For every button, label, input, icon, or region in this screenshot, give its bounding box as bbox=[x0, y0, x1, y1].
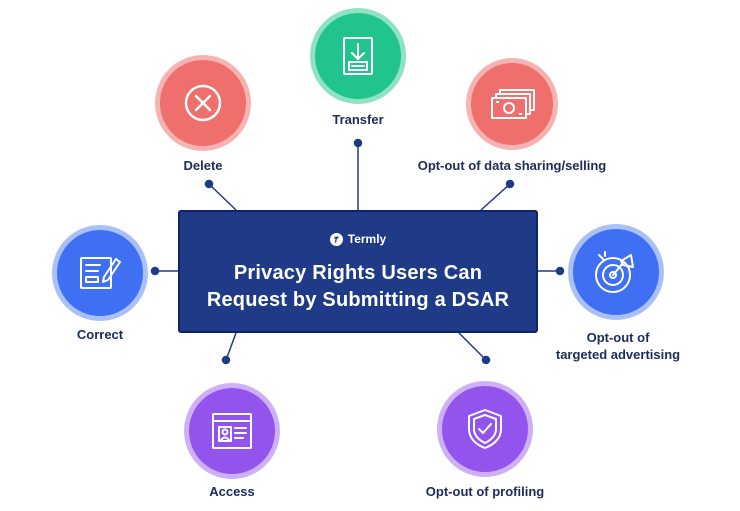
diagram-title: Privacy Rights Users Can Request by Subm… bbox=[180, 260, 536, 314]
correct-label: Correct bbox=[76, 327, 124, 342]
connector-dot-correct bbox=[150, 266, 160, 276]
money-stack-icon bbox=[491, 89, 535, 119]
connector-dot-opt-out-profiling bbox=[481, 355, 491, 365]
x-circle-icon bbox=[184, 84, 222, 122]
connector-opt-out-profiling bbox=[458, 332, 487, 361]
opt-out-advertising-label-line-1: Opt-out of bbox=[586, 330, 650, 345]
transfer-label: Transfer bbox=[332, 112, 384, 127]
correct-circle bbox=[52, 225, 148, 321]
connector-delete bbox=[208, 183, 237, 211]
connector-access bbox=[225, 332, 237, 361]
opt-out-advertising-label-line-2: targeted advertising bbox=[555, 347, 681, 362]
opt-out-advertising-circle bbox=[568, 224, 664, 320]
opt-out-selling-label: Opt-out of data sharing/selling bbox=[417, 158, 607, 173]
transfer-circle bbox=[310, 8, 406, 104]
delete-circle bbox=[155, 55, 251, 151]
shield-check-icon bbox=[468, 409, 502, 449]
opt-out-advertising-label: Opt-out of targeted advertising bbox=[538, 329, 698, 363]
brand-name: Termly bbox=[347, 232, 387, 246]
connector-dot-access bbox=[221, 355, 231, 365]
target-megaphone-icon bbox=[595, 251, 634, 293]
access-circle bbox=[184, 383, 280, 479]
opt-out-selling-circle bbox=[466, 58, 558, 150]
center-title-box: Termly Privacy Rights Users Can Request … bbox=[178, 210, 538, 333]
connector-dot-opt-out-advertising bbox=[555, 266, 565, 276]
opt-out-profiling-label: Opt-out of profiling bbox=[425, 484, 545, 499]
termly-brand: Termly bbox=[180, 232, 536, 246]
title-line-2: Request by Submitting a DSAR bbox=[206, 289, 510, 311]
download-document-icon bbox=[343, 37, 373, 75]
edit-form-icon bbox=[80, 257, 121, 289]
title-line-1: Privacy Rights Users Can bbox=[233, 262, 483, 284]
termly-logo-icon bbox=[329, 232, 343, 246]
connector-dot-opt-out-selling bbox=[505, 179, 515, 189]
delete-label: Delete bbox=[183, 158, 223, 173]
id-card-window-icon bbox=[212, 413, 252, 449]
opt-out-profiling-circle bbox=[437, 381, 533, 477]
connector-dot-delete bbox=[204, 179, 214, 189]
access-label: Access bbox=[209, 484, 255, 499]
connector-opt-out-selling bbox=[480, 183, 511, 211]
connector-dot-transfer bbox=[353, 138, 363, 148]
